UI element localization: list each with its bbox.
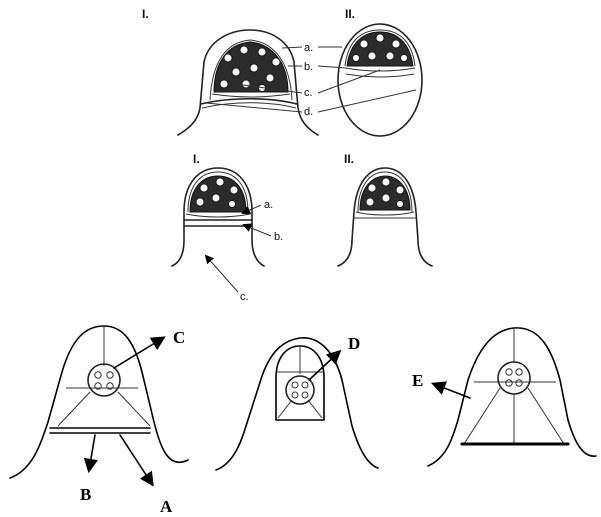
bottom-right-nucleus (498, 362, 530, 394)
top-row: I. II. (142, 7, 422, 136)
bottom-right-schematic: E (412, 328, 596, 466)
top-right-numeral: II. (345, 7, 355, 21)
top-left-dome (178, 30, 318, 135)
bottom-middle-schematic: D (216, 334, 378, 470)
top-label-b: b. (304, 61, 313, 73)
top-label-c: c. (304, 87, 313, 99)
bottom-label-B: B (80, 485, 91, 504)
middle-row: I. II. a. b. c. (172, 152, 432, 303)
middle-right-numeral: II. (344, 152, 354, 166)
bottom-label-A: A (160, 497, 173, 516)
middle-label-a: a. (264, 199, 273, 211)
bottom-row: C B A D (10, 326, 596, 516)
bottom-left-nucleus (88, 364, 120, 396)
middle-left-dome (172, 168, 264, 266)
bottom-left-schematic: C B A (10, 326, 188, 516)
top-left-numeral: I. (142, 7, 149, 21)
bottom-label-C: C (173, 328, 185, 347)
middle-left-numeral: I. (193, 152, 200, 166)
bottom-label-E: E (412, 371, 423, 390)
top-right-oval (338, 24, 422, 136)
top-label-d: d. (304, 106, 313, 118)
middle-label-b: b. (274, 231, 283, 243)
middle-right-dome (338, 168, 432, 266)
middle-label-c: c. (240, 291, 249, 303)
bottom-label-D: D (348, 334, 360, 353)
top-label-a: a. (304, 42, 313, 54)
